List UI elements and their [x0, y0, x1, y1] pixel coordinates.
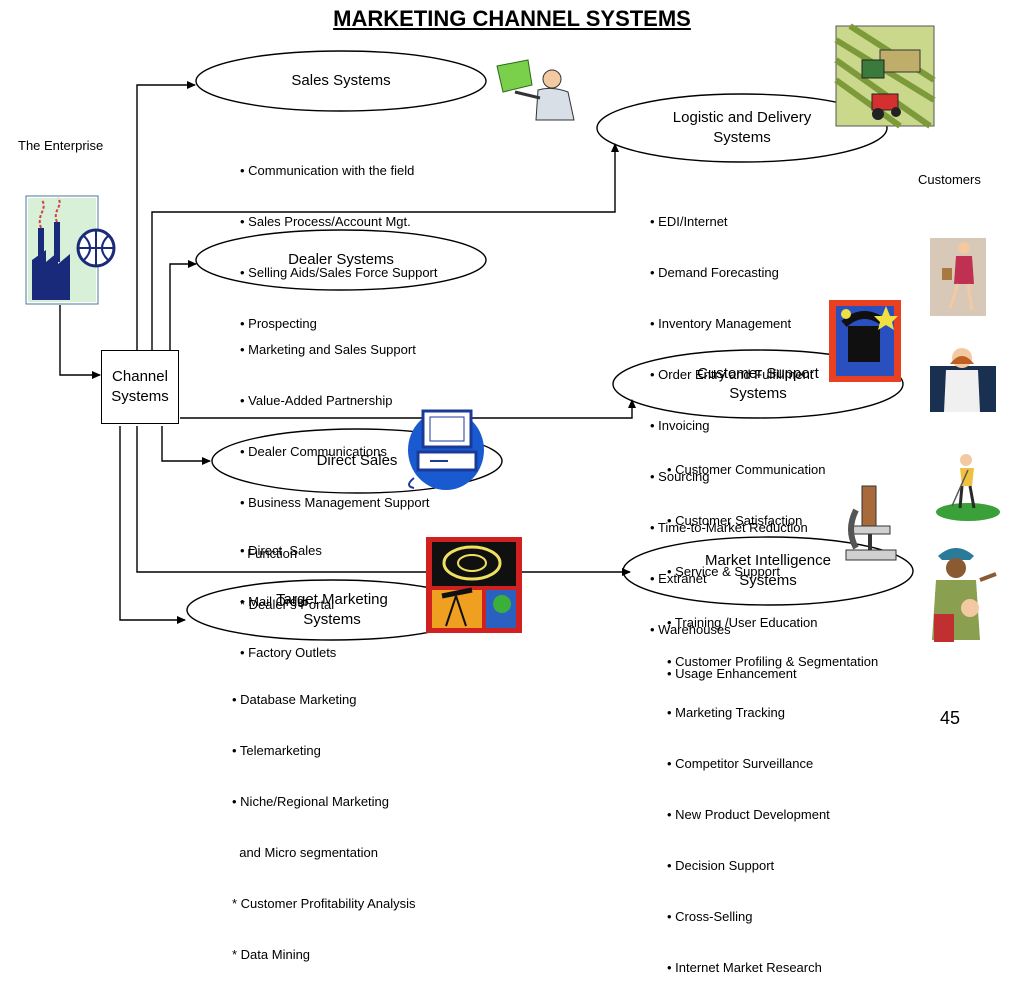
support-line2: Systems [729, 385, 787, 402]
list-item: • Telemarketing [232, 743, 321, 758]
microscope-clipart-icon [845, 485, 897, 561]
customers-label: Customers [918, 172, 981, 187]
market-intelligence-node: Market Intelligence Systems [643, 551, 893, 591]
dealer-bullets: • Marketing and Sales Support • Value-Ad… [240, 307, 430, 630]
list-item: • Internet Market Research [667, 960, 822, 975]
list-item: • Communication with the field [240, 163, 415, 178]
shopper-woman-icon [930, 238, 986, 316]
list-item: • Selling Aids/Sales Force Support [240, 265, 438, 280]
channel-to-sales-arrow [136, 81, 196, 350]
direct-sales-node: Direct Sales [316, 452, 398, 469]
customer-support-bullets: • Customer Communication • Customer Sati… [667, 427, 825, 699]
list-item: • Prospecting [240, 316, 317, 331]
channel-to-support-arrow [180, 399, 636, 419]
direct-ellipse [211, 428, 503, 494]
list-item: • Marketing Tracking [667, 705, 785, 720]
list-item: • Database Marketing [232, 692, 357, 707]
list-item: • Factory Outlets [240, 645, 337, 660]
list-item: • Sourcing [650, 469, 710, 484]
channel-box-line2: Systems [111, 388, 169, 405]
list-item: • Decision Support [667, 858, 775, 873]
list-item: • Training /User Education [667, 615, 818, 630]
channel-box-line1: Channel [112, 368, 168, 385]
logistic-systems-node: Logistic and Delivery Systems [617, 108, 867, 148]
target-line1: Target Marketing [276, 591, 388, 608]
support-ellipse [612, 349, 904, 419]
list-item: • Direct Sales [240, 543, 322, 558]
list-item: • Value-Added Partnership [240, 393, 393, 408]
list-item: • Invoicing [650, 418, 710, 433]
market-intelligence-bullets: • Customer Profiling & Segmentation • Ma… [667, 619, 878, 993]
list-item: • Inventory Management [650, 316, 792, 331]
list-item: and Micro segmentation [232, 845, 378, 860]
list-item: • Customer Communication [667, 462, 826, 477]
list-item: • Warehouses [650, 622, 731, 637]
list-item: • Competitor Surveillance [667, 756, 814, 771]
intel-ellipse [622, 536, 914, 606]
list-item: • Service & Support [667, 564, 780, 579]
galaxy-telescope-clipart-icon [426, 537, 522, 633]
list-item: • Niche/Regional Marketing [232, 794, 390, 809]
direct-sales-bullets: • Direct Sales • Mail Order • Factory Ou… [240, 508, 336, 678]
list-item: • Marketing and Sales Support [240, 342, 416, 357]
traveler-customer-icon [932, 548, 997, 642]
list-item: • EDI/Internet [650, 214, 728, 229]
list-item: • Customer Satisfaction [667, 513, 803, 528]
channel-to-logistic-arrow [151, 143, 619, 350]
list-item: • Dealer Communications [240, 444, 387, 459]
channel-systems-box: Channel Systems [101, 350, 179, 424]
logistic-ellipse [596, 93, 888, 163]
intel-line1: Market Intelligence [705, 552, 831, 569]
doctor-customer-icon [930, 348, 996, 412]
dealer-ellipse [195, 229, 487, 291]
presenter-clipart-icon [496, 59, 575, 121]
target-marketing-node: Target Marketing Systems [232, 590, 432, 630]
list-item: * Customer Profitability Analysis [232, 896, 416, 911]
list-item: • Cross-Selling [667, 909, 753, 924]
channel-to-target-arrow [119, 426, 186, 624]
connector-lines [25, 23, 1000, 642]
target-marketing-bullets: • Database Marketing • Telemarketing • N… [232, 657, 416, 980]
intel-line2: Systems [739, 572, 797, 589]
list-item: • Time-to-Market Reduction [650, 520, 808, 535]
list-item: * Dealer’s Portal [240, 597, 335, 612]
page-title: MARKETING CHANNEL SYSTEMS [333, 6, 691, 31]
list-item: Function [240, 546, 298, 561]
logistic-line1: Logistic and Delivery [672, 109, 812, 126]
channel-to-direct-arrow [161, 426, 211, 465]
list-item: • Demand Forecasting [650, 265, 779, 280]
logistic-line2: Systems [713, 129, 771, 146]
page-number: 45 [940, 708, 961, 728]
channel-to-dealer-arrow [169, 260, 197, 350]
enterprise-to-channel-arrow [59, 305, 101, 379]
list-item: * Data Mining [232, 947, 311, 962]
target-line2: Systems [303, 611, 361, 628]
list-item: • Sales Process/Account Mgt. [240, 214, 411, 229]
customer-support-node: Customer Support Systems [633, 364, 883, 404]
enterprise-label: The Enterprise [18, 138, 104, 153]
harvest-tractor-clipart-icon [834, 23, 936, 129]
sales-systems-node: Sales Systems [291, 72, 391, 89]
list-item: • Usage Enhancement [667, 666, 797, 681]
telephone-clipart-icon [829, 300, 901, 382]
logistic-bullets: • EDI/Internet • Demand Forecasting • In… [650, 179, 814, 655]
dealer-systems-node: Dealer Systems [288, 251, 394, 268]
computer-clipart-icon [408, 409, 484, 490]
support-line1: Customer Support [697, 365, 819, 382]
golfer-customer-icon [936, 454, 1000, 521]
sales-ellipse [195, 50, 487, 112]
list-item: • Extranet [650, 571, 707, 586]
list-item: • New Product Development [667, 807, 830, 822]
list-item: • Mail Order [240, 594, 309, 609]
list-item: • Order Entry and Fulfillment [650, 367, 814, 382]
sales-bullets: • Communication with the field • Sales P… [240, 128, 438, 349]
list-item: • Business Management Support [240, 495, 430, 510]
list-item: • Customer Profiling & Segmentation [667, 654, 879, 669]
factory-globe-clipart-icon [25, 195, 116, 305]
